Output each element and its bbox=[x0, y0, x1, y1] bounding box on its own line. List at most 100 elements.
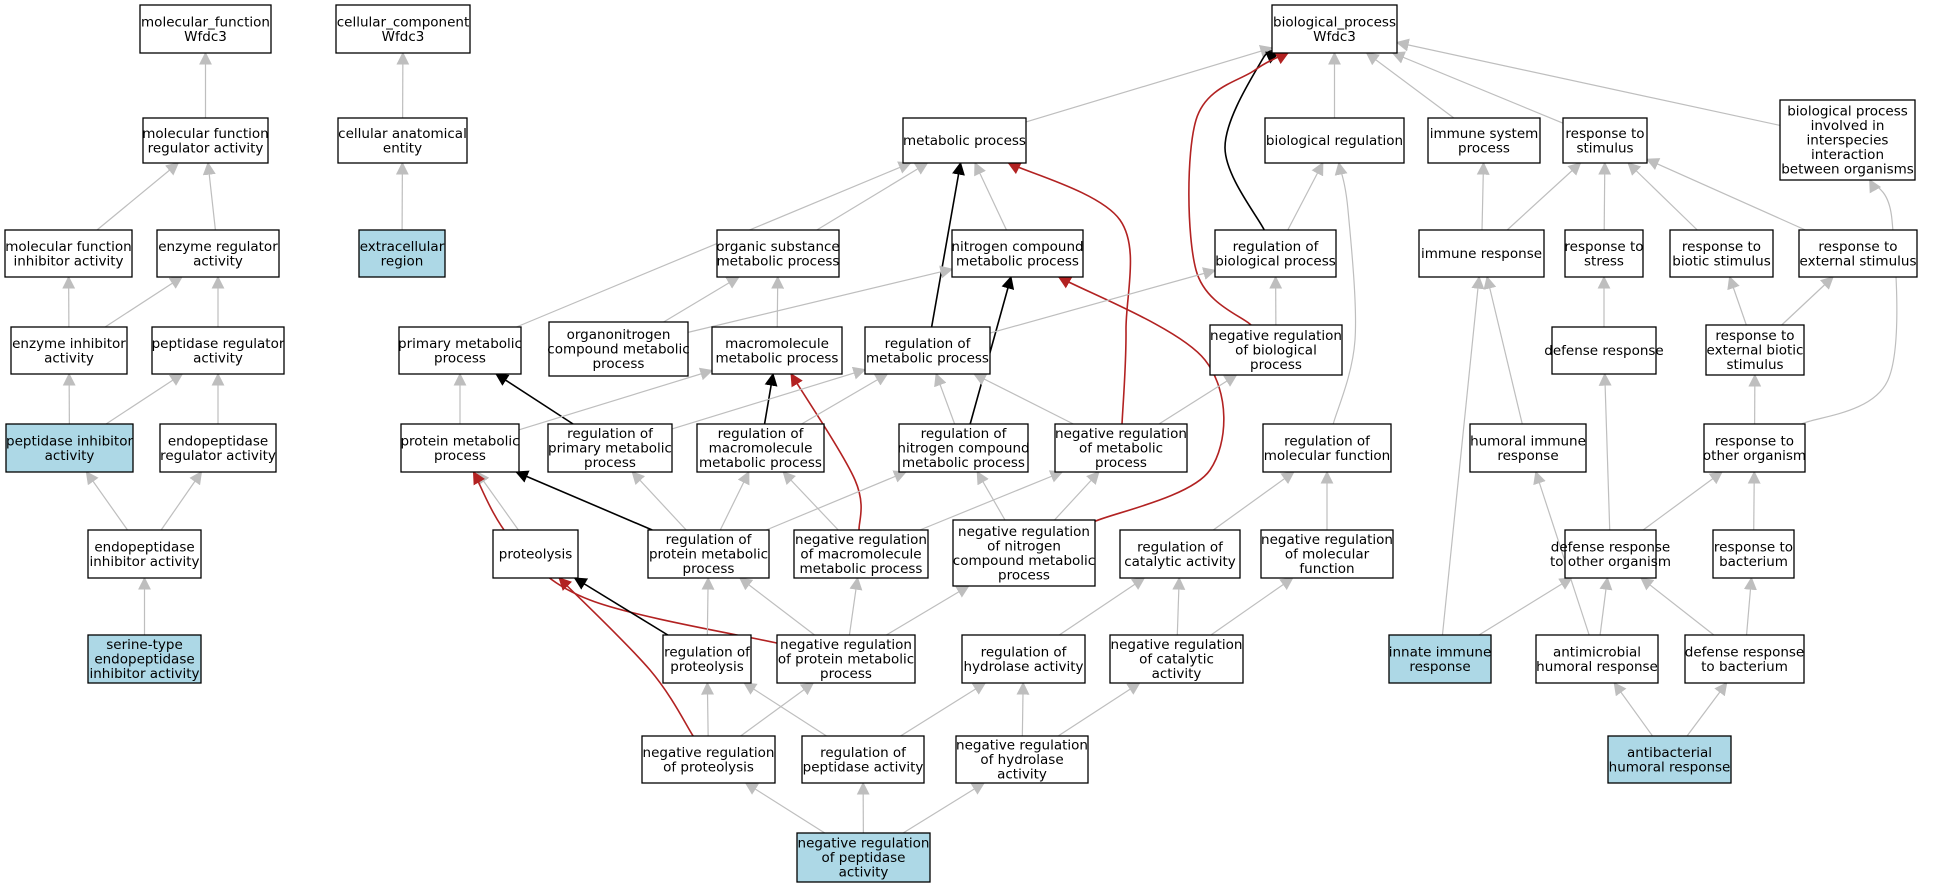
node-mmp-box bbox=[711, 326, 843, 375]
node-nrprot-label-1: of proteolysis bbox=[663, 759, 754, 775]
node-breg-label-0: biological regulation bbox=[1266, 133, 1403, 149]
node-rprot-label-1: proteolysis bbox=[670, 659, 744, 675]
node-rpmp-box bbox=[547, 423, 673, 473]
node-ir-box bbox=[1418, 229, 1545, 278]
node-rbp-box bbox=[1214, 229, 1337, 278]
edge-nrmp-to-mp bbox=[1007, 162, 1132, 425]
node-stepia-label-1: endopeptidase bbox=[94, 652, 194, 668]
node-nrpa-box bbox=[796, 832, 931, 883]
edge-ncmp-to-mp bbox=[974, 161, 1008, 231]
node-rpa-label-0: regulation of bbox=[820, 745, 907, 761]
edge-rtstress-to-rts bbox=[1598, 161, 1612, 231]
node-nrmp-label-2: process bbox=[1095, 455, 1147, 471]
node-ecr-label-0: extracellular bbox=[360, 239, 445, 255]
node-drtb-label-1: to bacterium bbox=[1701, 659, 1788, 675]
edge-mfia-to-mfra bbox=[96, 162, 180, 231]
node-drtoo-label-1: to other organism bbox=[1550, 554, 1671, 570]
node-ahr-box bbox=[1535, 634, 1659, 684]
edge-mp-to-bp bbox=[1025, 44, 1274, 123]
edge-rbp-to-bp bbox=[1224, 50, 1280, 231]
node-nrncmp-box bbox=[952, 519, 1096, 587]
edge-nrprot-to-nrprotmp bbox=[740, 682, 815, 737]
node-nrca-box bbox=[1109, 634, 1244, 684]
node-rtbs-label-0: response to bbox=[1682, 239, 1761, 255]
edge-nrncmp-to-rncmp bbox=[976, 470, 1006, 521]
node-bp-label-0: biological_process bbox=[1273, 14, 1396, 30]
edge-rmp-to-rbp bbox=[989, 267, 1217, 334]
node-rca-box bbox=[1119, 529, 1241, 579]
node-rha-label-0: regulation of bbox=[981, 644, 1068, 660]
edge-nrncmp-to-nrmp bbox=[1054, 471, 1100, 521]
node-rpa-box bbox=[801, 735, 925, 784]
node-stepia-box bbox=[87, 634, 202, 684]
node-nrncmp-label-0: negative regulation bbox=[958, 524, 1090, 540]
edge-nrpa-to-nrha bbox=[902, 782, 986, 834]
node-mfra-box bbox=[142, 117, 269, 164]
node-nrmp-label-1: of metabolic bbox=[1079, 441, 1163, 457]
edge-nrprot-to-prot bbox=[558, 577, 694, 737]
node-epra-label-1: regulator activity bbox=[160, 448, 276, 464]
node-nrprotmp-box bbox=[776, 634, 916, 684]
node-mf-label-1: Wfdc3 bbox=[184, 29, 227, 45]
node-rmmp-label-0: regulation of bbox=[718, 426, 805, 442]
node-epia-box bbox=[87, 529, 202, 579]
node-mfia-label-1: inhibitor activity bbox=[13, 253, 123, 269]
node-rprot-label-0: regulation of bbox=[664, 644, 751, 660]
edge-rts-to-bp bbox=[1391, 51, 1564, 124]
node-rtes-label-0: response to bbox=[1818, 239, 1897, 255]
node-prot-label-0: proteolysis bbox=[499, 547, 573, 563]
edge-rha-to-rca bbox=[1058, 577, 1146, 636]
node-cae-box bbox=[337, 117, 468, 164]
node-bpint-label-0: biological process bbox=[1787, 104, 1908, 120]
edge-rprot-to-rprotmp bbox=[701, 576, 715, 636]
node-epia-label-0: endopeptidase bbox=[94, 539, 194, 555]
edge-nrmmp-to-nrmp bbox=[919, 470, 1064, 531]
node-ahr-label-1: humoral response bbox=[1536, 659, 1658, 675]
node-pia-label-1: activity bbox=[45, 448, 95, 464]
edge-isp-to-bp bbox=[1365, 52, 1455, 119]
node-rha-label-1: hydrolase activity bbox=[963, 659, 1083, 675]
edge-iir-to-ir bbox=[1441, 275, 1485, 636]
edge-iir-to-drtoo bbox=[1478, 577, 1573, 636]
node-nrha-label-1: of hydrolase bbox=[980, 752, 1063, 768]
edge-ir-to-rts bbox=[1506, 162, 1582, 231]
node-rtes-label-1: external stimulus bbox=[1800, 253, 1917, 269]
node-epra-label-0: endopeptidase bbox=[168, 433, 268, 449]
node-nrha-label-0: negative regulation bbox=[956, 738, 1088, 754]
node-bp-label-1: Wfdc3 bbox=[1313, 29, 1356, 45]
node-rca-label-0: regulation of bbox=[1137, 539, 1224, 555]
node-pra-label-0: peptidase regulator bbox=[152, 336, 285, 352]
node-bpint-box bbox=[1779, 99, 1916, 181]
edge-rtoo-to-bpint bbox=[1801, 178, 1898, 425]
node-rts-box bbox=[1562, 117, 1648, 164]
node-drtoo-label-0: defense response bbox=[1551, 539, 1670, 555]
node-prot: proteolysis bbox=[492, 529, 579, 579]
edge-abhr-to-drtb bbox=[1686, 681, 1728, 737]
edge-rpmp-to-pmp bbox=[495, 373, 574, 425]
node-rtebs-label-2: stimulus bbox=[1726, 357, 1783, 373]
node-nrmp-label-0: negative regulation bbox=[1055, 426, 1187, 442]
node-breg-box bbox=[1264, 117, 1405, 164]
graph-nodes: molecular_functionWfdc3cellular_componen… bbox=[4, 4, 1918, 883]
edge-rprotmp-to-rncmp bbox=[766, 470, 907, 531]
edge-epia-to-pia bbox=[85, 470, 129, 531]
node-iir-label-0: innate immune bbox=[1389, 644, 1492, 660]
node-rncmp-label-2: metabolic process bbox=[902, 455, 1025, 471]
node-nrmmp-label-1: of macromolecule bbox=[800, 547, 921, 563]
